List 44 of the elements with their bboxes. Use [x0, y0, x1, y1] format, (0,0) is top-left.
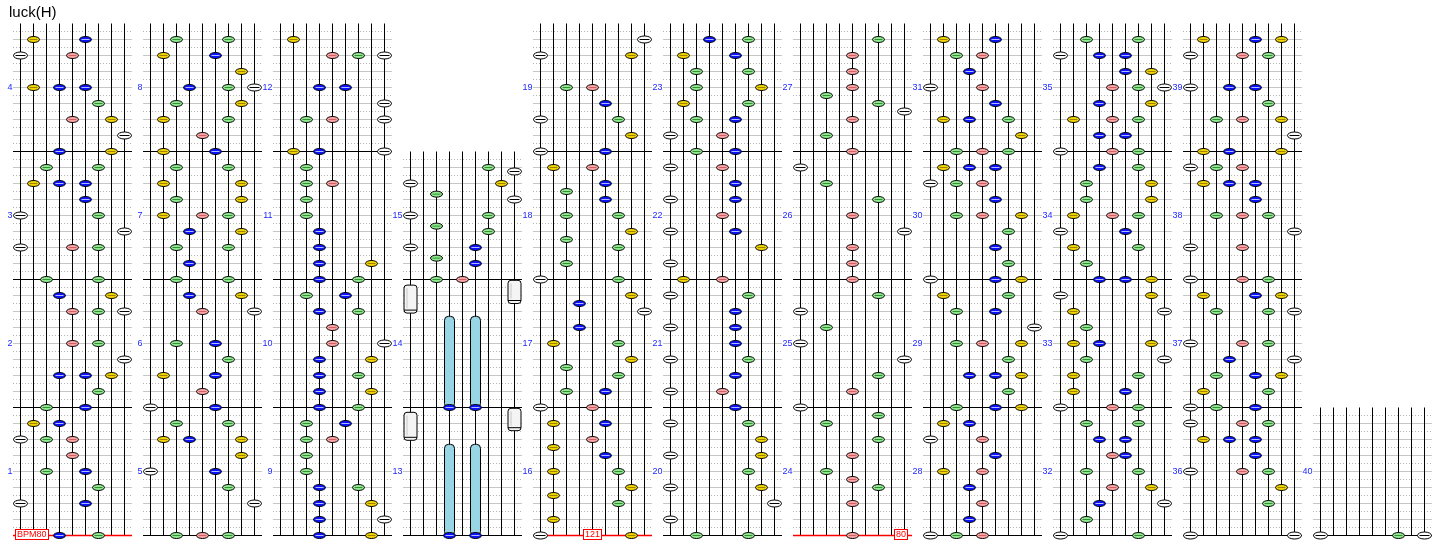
measure-number: 19: [522, 82, 533, 93]
measure-number: 6: [137, 338, 143, 349]
measure-number: 4: [7, 82, 13, 93]
measure-number: 17: [522, 338, 533, 349]
measure-number: 25: [782, 338, 793, 349]
measure-number: 12: [262, 82, 273, 93]
measure-number: 18: [522, 210, 533, 221]
measure-number: 16: [522, 466, 533, 477]
measure-number: 38: [1172, 210, 1183, 221]
measure-number: 32: [1042, 466, 1053, 477]
bpm-marker: 80: [894, 529, 908, 540]
measure-number: 35: [1042, 82, 1053, 93]
measure-number: 37: [1172, 338, 1183, 349]
measure-number: 28: [912, 466, 923, 477]
measure-number: 24: [782, 466, 793, 477]
measure-number: 2: [7, 338, 13, 349]
measure-number: 10: [262, 338, 273, 349]
measure-number: 33: [1042, 338, 1053, 349]
measure-number: 5: [137, 466, 143, 477]
measure-number: 3: [7, 210, 13, 221]
measure-number: 1: [7, 466, 13, 477]
bpm-marker: BPM80: [15, 529, 49, 540]
measure-number: 27: [782, 82, 793, 93]
measure-number: 26: [782, 210, 793, 221]
measure-number: 9: [267, 466, 273, 477]
measure-number: 11: [263, 210, 273, 221]
chart-title: luck(H): [9, 2, 57, 22]
measure-number: 20: [652, 466, 663, 477]
measure-number: 15: [392, 210, 403, 221]
measure-number: 36: [1172, 466, 1183, 477]
measure-number: 22: [652, 210, 663, 221]
measure-number: 31: [912, 82, 923, 93]
measure-number: 23: [652, 82, 663, 93]
measure-number: 8: [137, 82, 143, 93]
bpm-marker: 121: [583, 529, 603, 540]
measure-number: 39: [1172, 82, 1183, 93]
measure-number: 29: [912, 338, 923, 349]
measure-number: 7: [137, 210, 143, 221]
measure-number: 40: [1302, 466, 1313, 477]
measure-number: 13: [392, 466, 403, 477]
measure-number: 14: [392, 338, 403, 349]
measure-number: 21: [652, 338, 663, 349]
measure-number: 34: [1042, 210, 1053, 221]
measure-number: 30: [912, 210, 923, 221]
